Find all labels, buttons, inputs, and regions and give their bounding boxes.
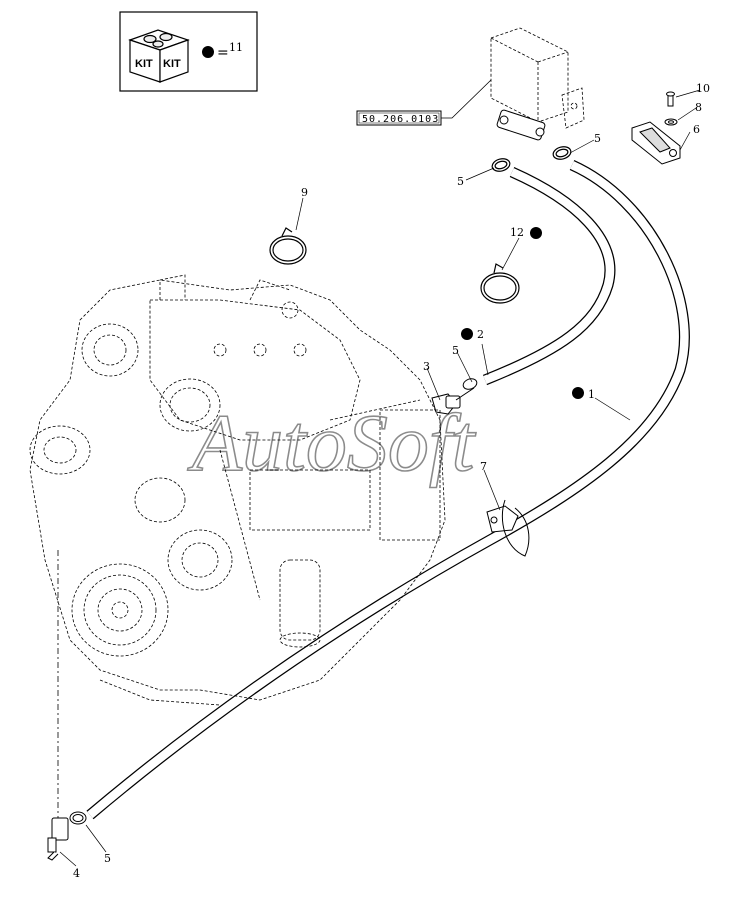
kit-number: 11 [229,41,243,54]
spring-clip-9 [269,227,307,265]
callout-9: 9 [301,186,308,199]
kit-bullet-icon [202,46,214,58]
callout-7: 7 [480,460,487,473]
kit-box-icon [128,29,190,83]
callout-labels: 10 8 6 5 5 9 12 2 3 5 1 7 4 5 [73,82,710,880]
kit-label-left: KIT [135,58,153,70]
callout-1: 1 [588,388,595,401]
kit-bullet-2-icon [461,328,473,340]
fitting-part-4 [47,811,87,861]
kit-legend: KIT KIT = 11 [119,11,258,92]
kit-equals: = [217,45,229,61]
kit-bullet-1-icon [572,387,584,399]
clamp-part-7 [486,499,530,557]
leader-lines [59,89,701,867]
kit-bullet-12-icon [530,227,542,239]
callout-5-top-left: 5 [457,175,464,188]
bolt-assembly [631,91,681,165]
callout-5-middle: 5 [452,344,459,357]
callout-10: 10 [696,82,710,95]
spring-clip-12 [480,263,520,304]
engine-assembly [29,274,446,706]
callout-2: 2 [477,328,484,341]
callout-4: 4 [73,867,80,880]
kit-label-right: KIT [163,58,181,70]
callout-5-bottom: 5 [104,852,111,865]
callout-5-top-right: 5 [594,132,601,145]
watermark-text: AutoSoft [187,397,477,488]
elbow-fitting-3 [431,378,478,415]
hose-part-2 [482,166,616,386]
ecu-module-outline [490,27,585,129]
callout-12: 12 [510,226,524,239]
reference-label: 50.206.0103 [356,79,492,126]
reference-code: 50.206.0103 [362,114,439,125]
callout-8: 8 [695,101,702,114]
callout-6: 6 [693,123,700,136]
coupling-connector [496,109,546,141]
hose-clamps-top [491,146,572,172]
hose-part-1 [86,159,690,820]
callout-3: 3 [423,360,430,373]
